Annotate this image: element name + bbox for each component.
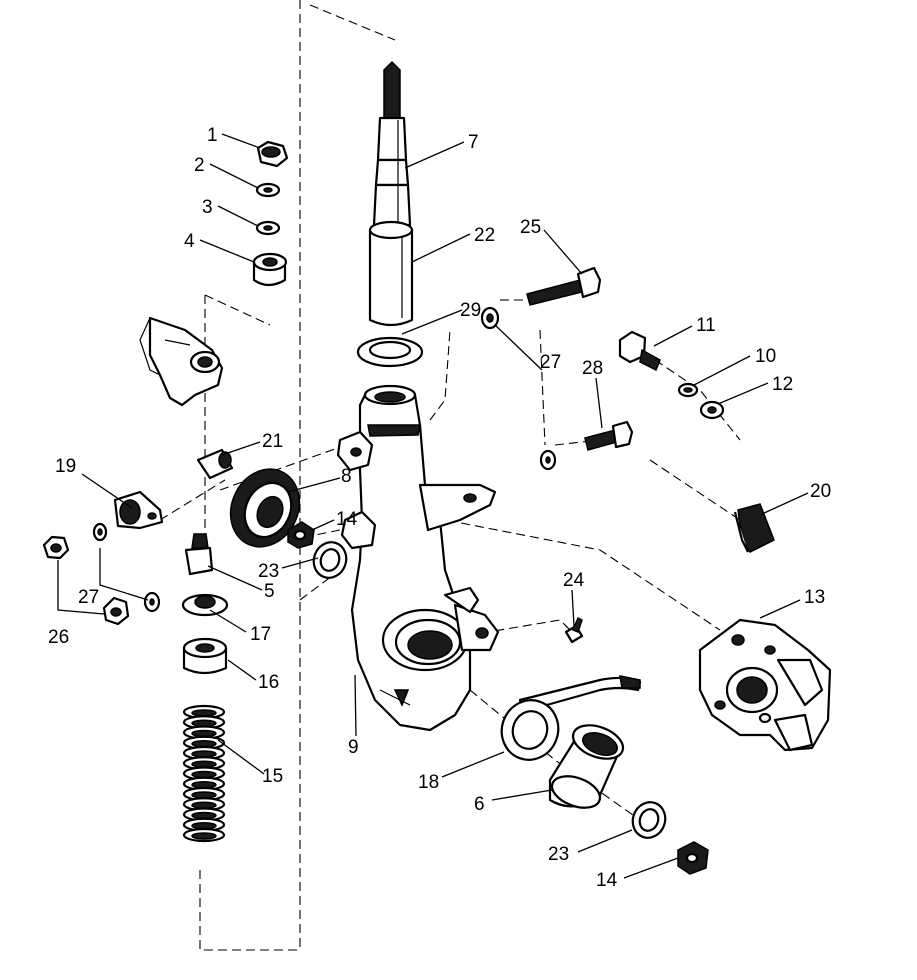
callout-labels: 1 2 3 4 7 22 25 29 27 11 10 12 28 21 19 …	[48, 125, 831, 891]
part-21-fitting	[196, 448, 234, 480]
part-27-washer-left-a	[92, 522, 108, 542]
callout-27-upper: 27	[540, 352, 561, 373]
part-14-nut-lower	[677, 841, 709, 875]
callout-8: 8	[341, 466, 352, 487]
part-11-bolt	[618, 330, 661, 372]
part-12-washer	[699, 400, 725, 420]
part-27-washer-upper	[539, 449, 557, 471]
callout-15: 15	[262, 766, 283, 787]
callout-27-left: 27	[78, 587, 99, 608]
callout-9: 9	[348, 737, 359, 758]
spring-coil-inner	[191, 801, 217, 809]
part-4-bushing	[252, 252, 288, 287]
callout-21: 21	[262, 431, 283, 452]
callout-13: 13	[804, 587, 825, 608]
part-22-spacer-tube	[368, 220, 414, 327]
callout-5: 5	[264, 581, 275, 602]
part-18-seal	[500, 699, 560, 761]
spring-coil-inner	[191, 832, 217, 840]
callout-23-lower: 23	[548, 844, 569, 865]
callout-2: 2	[194, 155, 205, 176]
callout-14-upper: 14	[336, 509, 358, 530]
callout-3: 3	[202, 197, 213, 218]
callout-19: 19	[55, 456, 76, 477]
spring-coil-inner	[191, 740, 217, 748]
callout-22: 22	[474, 225, 495, 246]
callout-10: 10	[755, 346, 776, 367]
part-8-seal	[229, 468, 301, 548]
spring-coil-inner	[191, 770, 217, 779]
part-23-bearing-upper	[312, 541, 348, 579]
part-brake-line	[518, 675, 642, 714]
spring-coil-inner	[191, 791, 217, 799]
callout-23-upper: 23	[258, 561, 279, 582]
part-14-nut-upper	[287, 521, 315, 549]
spring-coil-inner	[191, 719, 217, 727]
part-3-washer	[255, 220, 281, 236]
part-23-bearing-lower	[631, 801, 667, 839]
callout-24: 24	[563, 570, 585, 591]
part-19-clamp	[113, 490, 164, 530]
callout-16: 16	[258, 672, 279, 693]
part-29-small-washer	[480, 306, 500, 330]
part-24-bleeder	[564, 616, 584, 644]
part-7-spindle	[372, 60, 412, 227]
spring-coil-inner	[191, 760, 217, 768]
part-27-washer-left-b	[143, 591, 161, 613]
part-15-coil-spring	[182, 704, 226, 843]
callout-11: 11	[696, 315, 716, 336]
callout-18: 18	[418, 772, 439, 793]
spring-coil-inner	[191, 750, 217, 758]
part-10-washer	[677, 382, 699, 398]
part-29-thrust-washer	[356, 336, 424, 368]
spring-coil-inner	[191, 781, 217, 789]
callout-leader-lines	[57, 133, 809, 879]
callout-7: 7	[468, 132, 479, 153]
part-26-nut-left	[42, 535, 70, 560]
assembly-axis-lines	[159, 0, 741, 951]
part-mounting-bracket	[139, 316, 224, 407]
spring-coil-inner	[191, 709, 217, 717]
part-25-bolt	[526, 266, 602, 306]
callout-20: 20	[810, 481, 831, 502]
part-20-brake-pad	[733, 503, 775, 553]
part-17-retainer	[181, 593, 229, 617]
spring-coil-inner	[191, 729, 217, 738]
spring-coil-inner	[191, 811, 217, 820]
part-2-washer	[255, 182, 281, 198]
callout-6: 6	[474, 794, 485, 815]
part-6-bearing-race	[548, 724, 625, 809]
callout-12: 12	[772, 374, 793, 395]
callout-4: 4	[184, 231, 195, 252]
callout-28: 28	[582, 358, 603, 379]
callout-14-lower: 14	[596, 870, 618, 891]
part-26-nut-lower	[102, 596, 130, 626]
spring-coil-inner	[191, 822, 217, 830]
part-13-caliper	[698, 618, 832, 752]
callout-29: 29	[460, 300, 481, 321]
callout-1: 1	[207, 125, 218, 146]
part-5-fitting	[184, 533, 214, 576]
part-28-bolt	[584, 420, 634, 451]
callout-17: 17	[250, 624, 271, 645]
part-9-knuckle-housing	[336, 384, 500, 732]
callout-25: 25	[520, 217, 541, 238]
part-1-hex-nut	[256, 140, 289, 168]
callout-26: 26	[48, 627, 69, 648]
part-16-bushing	[182, 637, 228, 675]
